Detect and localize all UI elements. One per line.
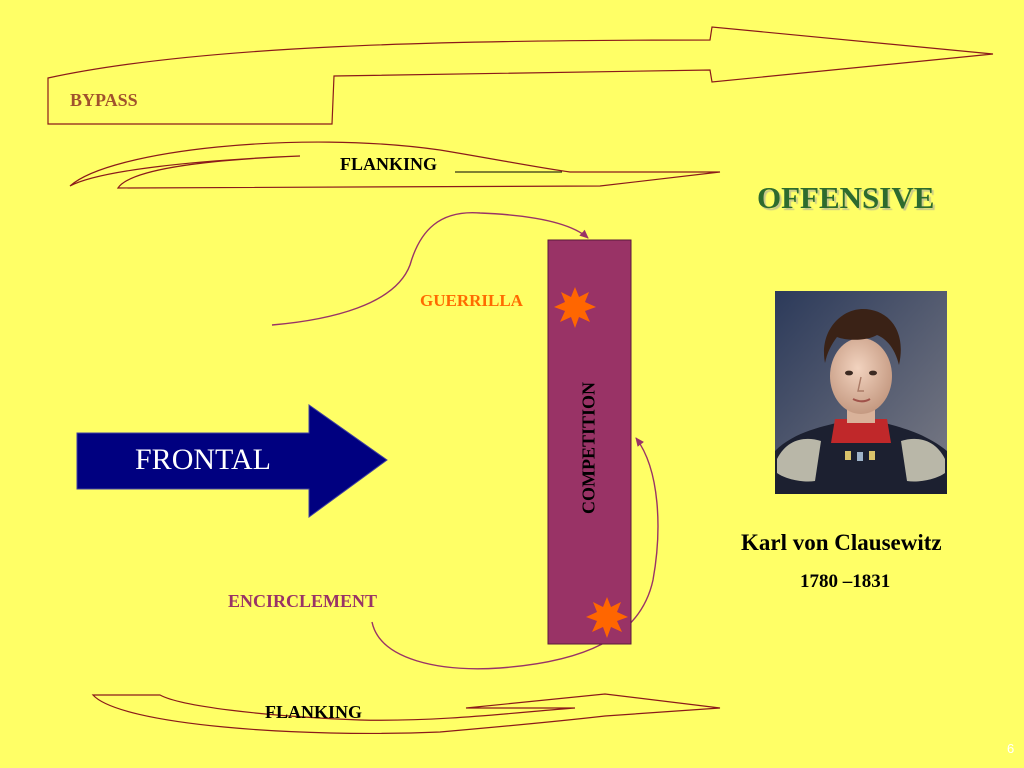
bypass-label: BYPASS <box>70 90 138 110</box>
flanking-bottom-arrow <box>91 693 721 735</box>
frontal-arrow <box>76 404 388 518</box>
competition-label: COMPETITION <box>578 381 599 515</box>
portrait-dates: 1780 –1831 <box>800 571 891 592</box>
guerrilla-path <box>271 212 589 326</box>
slide-number: 6 <box>1007 741 1015 756</box>
portrait-name: Karl von Clausewitz <box>741 530 942 555</box>
guerrilla-burst-icon <box>554 287 596 328</box>
flanking-bottom-label: FLANKING <box>265 702 363 722</box>
frontal-label: FRONTAL <box>135 443 271 476</box>
bypass-arrow <box>47 26 994 125</box>
guerrilla-label: GUERRILLA <box>420 291 523 310</box>
clausewitz-portrait <box>775 291 947 494</box>
flanking-top-label: FLANKING <box>340 154 438 174</box>
flanking-top-arrow <box>69 141 721 189</box>
offensive-title: OFFENSIVE <box>757 180 935 215</box>
encirclement-label: ENCIRCLEMENT <box>228 591 378 611</box>
encirclement-burst-icon <box>586 597 628 638</box>
